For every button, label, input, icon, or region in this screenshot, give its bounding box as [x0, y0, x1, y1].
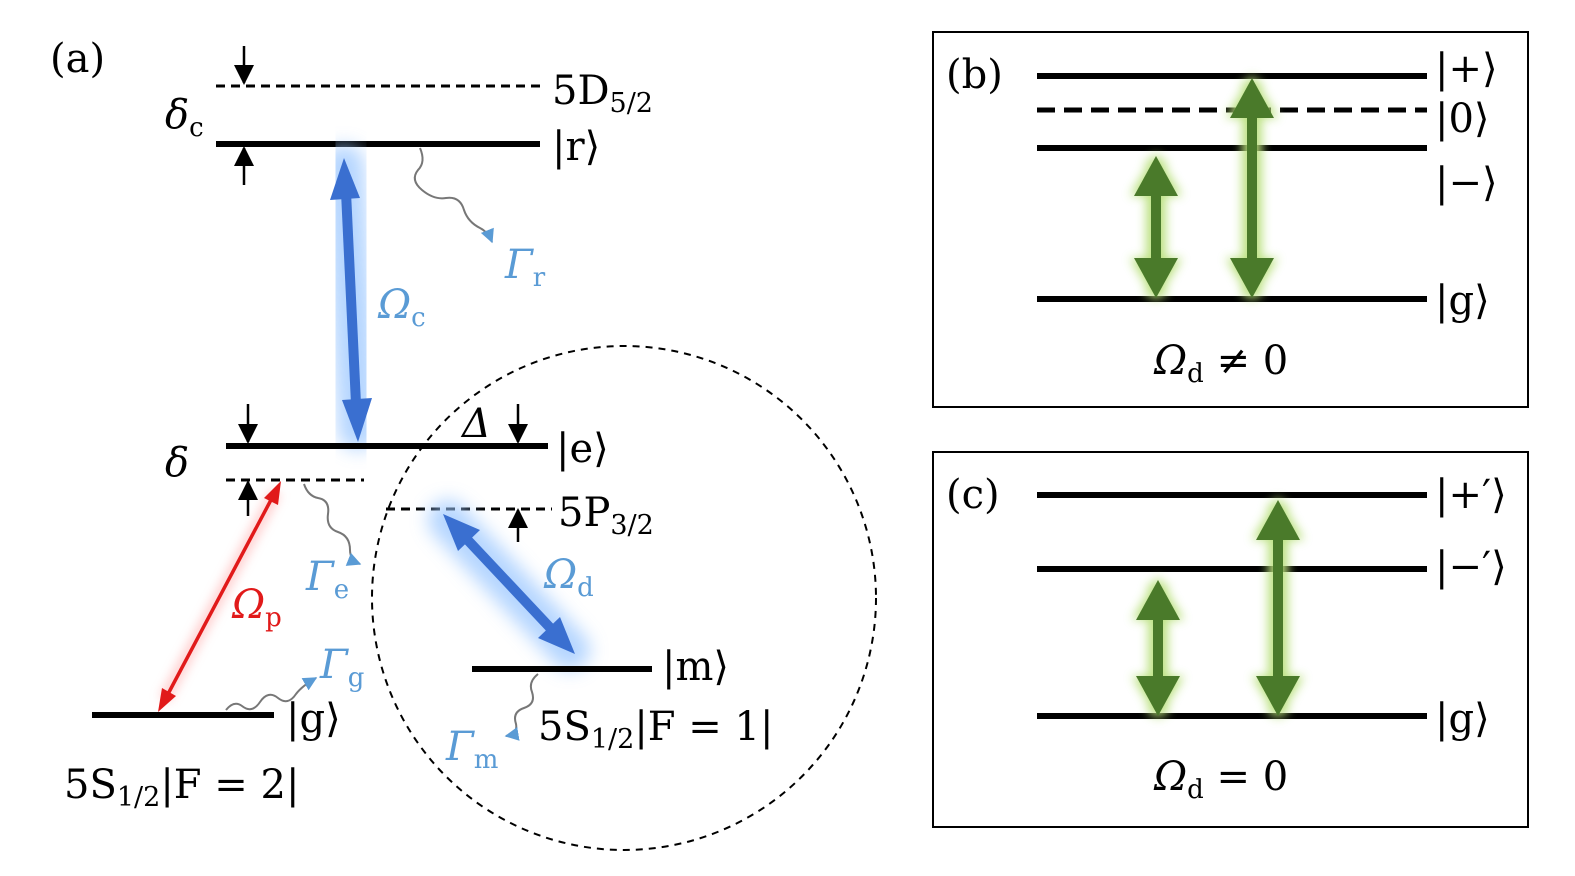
label-e: |e⟩: [556, 426, 609, 472]
panel-b-frame: [932, 31, 1529, 408]
coupling-omega-c: [324, 145, 378, 450]
highlight-circle: [371, 345, 877, 851]
transition-g-minus-prime: [1132, 576, 1184, 720]
label-omega-d: Ωd: [543, 552, 594, 603]
label-m: |m⟩: [662, 644, 729, 690]
label-g: |g⟩: [286, 696, 341, 742]
label-delta: δ: [165, 440, 189, 486]
label-gamma-g: Γg: [319, 642, 364, 693]
decay-gamma-e: [303, 483, 362, 566]
label-gamma-e: Γe: [305, 554, 349, 605]
label-omega-p: Ωp: [231, 582, 282, 633]
label-ground-f2: 5S1/2|F = 2|: [64, 762, 299, 813]
label-Delta: Δ: [460, 401, 491, 447]
panel-c-frame: [932, 451, 1529, 828]
coupling-omega-d: [428, 500, 590, 670]
caption-b: Ωd ≠ 0: [1153, 338, 1288, 389]
panel-c-tag: (c): [946, 472, 1000, 518]
label-5d52: 5D5/2: [552, 68, 653, 119]
label-omega-c: Ωc: [377, 282, 426, 333]
transition-g-plus-prime: [1252, 496, 1304, 720]
panel-c: (c) |+′⟩ |−′⟩ |g⟩: [932, 451, 1529, 828]
panel-b-tag: (b): [946, 52, 1003, 98]
label-plus: |+⟩: [1435, 46, 1498, 92]
label-delta-c: δc: [165, 92, 204, 143]
label-r: |r⟩: [552, 124, 600, 170]
decay-gamma-g: [225, 677, 318, 711]
panel-a: (a) 5D5/2 |r⟩ δc Γr Ωc |: [50, 36, 877, 851]
caption-c: Ωd = 0: [1153, 754, 1288, 805]
transition-g-plus: [1226, 74, 1278, 302]
decay-gamma-m: [504, 673, 539, 741]
label-minus-prime: |−′⟩: [1435, 544, 1507, 590]
label-gamma-r: Γr: [504, 242, 546, 293]
transition-g-minus: [1130, 152, 1182, 302]
label-5p32: 5P3/2: [558, 490, 654, 541]
label-minus: |−⟩: [1435, 160, 1498, 206]
decay-gamma-r: [413, 147, 494, 244]
label-ground-f1: 5S1/2|F = 1|: [538, 704, 773, 755]
panel-a-tag: (a): [50, 36, 105, 82]
label-g-c: |g⟩: [1435, 696, 1490, 742]
label-g-b: |g⟩: [1435, 278, 1490, 324]
label-zero: |0⟩: [1435, 96, 1490, 142]
label-gamma-m: Γm: [445, 724, 498, 775]
coupling-omega-p: [158, 481, 282, 712]
label-plus-prime: |+′⟩: [1435, 472, 1507, 518]
panel-b: (b) |+⟩ |0⟩ |−⟩ |g⟩: [932, 31, 1529, 408]
